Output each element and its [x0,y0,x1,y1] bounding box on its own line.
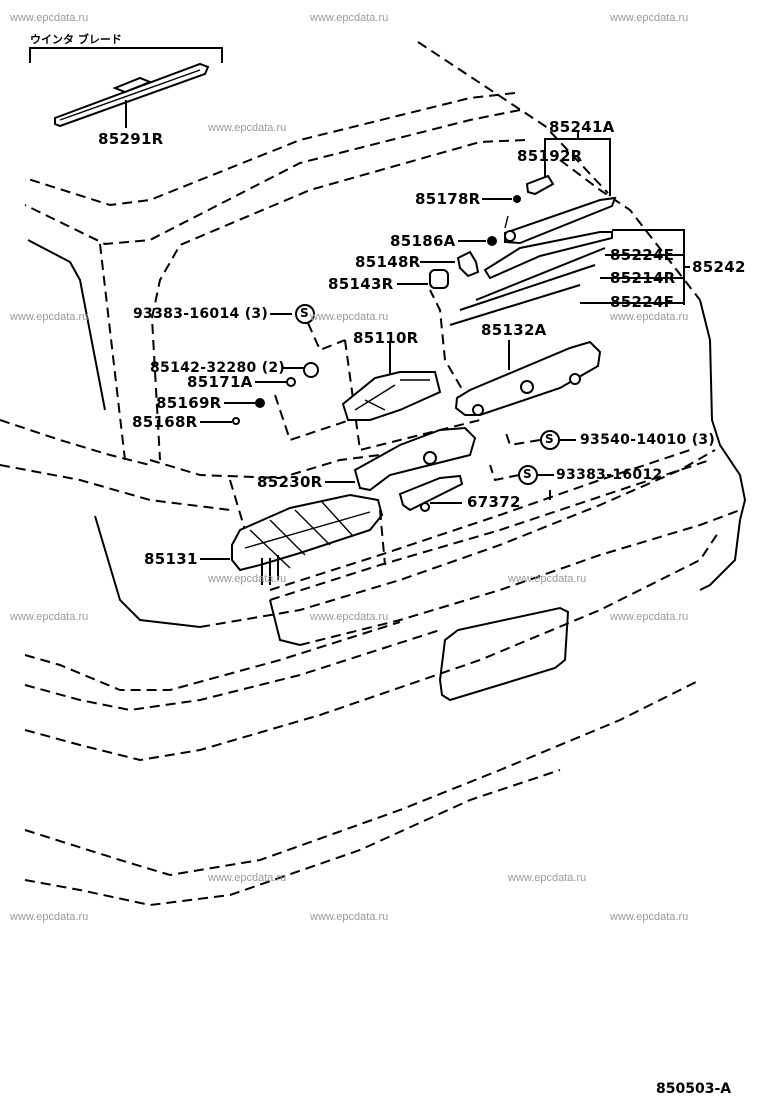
watermark: www.epcdata.ru [208,122,287,134]
group-header-wiper-blade: ウインタ ブレード [30,33,122,46]
standard-part-symbol-icon: S [523,467,532,481]
part-label-85224F[interactable]: 85224F [610,293,675,311]
watermark: www.epcdata.ru [610,12,689,24]
part-label-85110R[interactable]: 85110R [353,329,419,347]
part-label-85148R[interactable]: 85148R [355,253,421,271]
part-label-85169R[interactable]: 85169R [156,394,222,412]
watermark: www.epcdata.ru [10,311,89,323]
watermark: www.epcdata.ru [610,311,689,323]
watermark: www.epcdata.ru [610,911,689,923]
part-label-85192R[interactable]: 85192R [517,147,583,165]
part-label-85143R[interactable]: 85143R [328,275,394,293]
part-label-85214R[interactable]: 85214R [610,269,676,287]
watermark: www.epcdata.ru [310,611,389,623]
watermark: www.epcdata.ru [508,872,587,884]
part-label-85142-32280[interactable]: 85142-32280 (2) [150,360,286,376]
part-label-85171A[interactable]: 85171A [187,373,253,391]
part-label-85230R[interactable]: 85230R [257,473,323,491]
illustration-code: 850503-A [656,1081,732,1097]
part-label-85242[interactable]: 85242 [692,258,746,276]
part-label-93383-16012[interactable]: 93383-16012 [556,467,663,483]
part-label-85186A[interactable]: 85186A [390,232,456,250]
part-label-93540-14010[interactable]: 93540-14010 (3) [580,432,716,448]
watermark: www.epcdata.ru [10,911,89,923]
part-label-85131[interactable]: 85131 [144,550,198,568]
standard-part-symbol-icon: S [300,306,309,320]
watermark: www.epcdata.ru [610,611,689,623]
watermark: www.epcdata.ru [310,911,389,923]
watermark: www.epcdata.ru [310,311,389,323]
watermark: www.epcdata.ru [208,872,287,884]
part-label-85241A[interactable]: 85241A [549,118,615,136]
part-label-85291R[interactable]: 85291R [98,130,164,148]
watermark: www.epcdata.ru [310,12,389,24]
part-label-85132A[interactable]: 85132A [481,321,547,339]
watermark: www.epcdata.ru [10,12,89,24]
part-label-85224E[interactable]: 85224E [610,246,675,264]
watermark: www.epcdata.ru [508,573,587,585]
standard-part-symbol-icon: S [545,432,554,446]
part-label-85178R[interactable]: 85178R [415,190,481,208]
part-label-93383-16014[interactable]: 93383-16014 (3) [133,306,269,322]
part-label-67372[interactable]: 67372 [467,493,521,511]
watermark: www.epcdata.ru [208,573,287,585]
watermark: www.epcdata.ru [10,611,89,623]
part-label-85168R[interactable]: 85168R [132,413,198,431]
